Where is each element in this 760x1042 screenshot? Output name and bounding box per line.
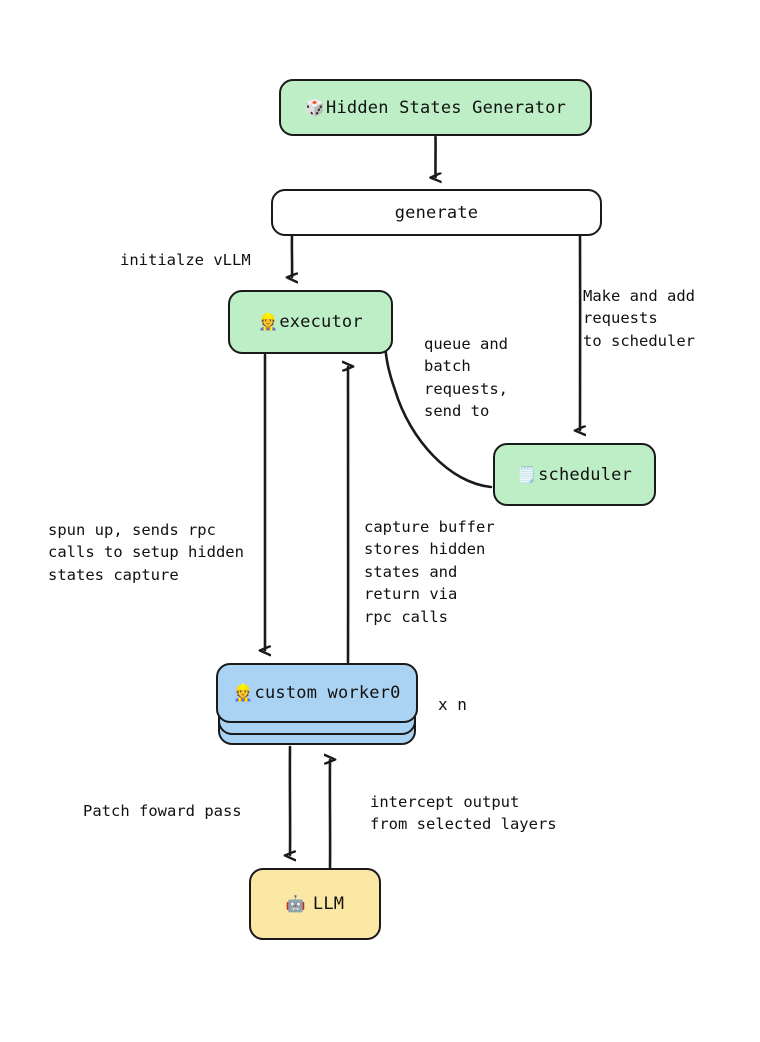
node-label: LLM xyxy=(312,894,345,914)
node-custom-worker0[interactable]: 👷custom worker0 xyxy=(216,663,418,723)
game-die-icon: 🎲 xyxy=(304,97,326,117)
node-generate[interactable]: generate xyxy=(271,189,602,236)
node-hidden-states-generator[interactable]: 🎲Hidden States Generator xyxy=(279,79,592,136)
edge-label-spun-up-rpc: spun up, sends rpc calls to setup hidden… xyxy=(48,521,244,584)
edge-label-patch-foward-pass: Patch foward pass xyxy=(83,802,242,820)
node-label: generate xyxy=(394,202,479,223)
multiplicity-label: x n xyxy=(438,695,467,714)
construction-worker-icon: 👷 xyxy=(258,312,279,331)
node-scheduler[interactable]: 🗒️scheduler xyxy=(493,443,656,506)
robot-icon: 🤖 xyxy=(285,894,306,913)
node-executor[interactable]: 👷executor xyxy=(228,290,393,354)
edge-label-make-and-add-requests: Make and add requests to scheduler xyxy=(583,287,695,350)
edge-label-intercept-output: intercept output from selected layers xyxy=(370,793,557,834)
edge-label-queue-and-batch: queue and batch requests, send to xyxy=(424,335,508,421)
node-label: executor xyxy=(279,312,363,332)
node-label: scheduler xyxy=(538,464,633,485)
edge-label-capture-buffer: capture buffer stores hidden states and … xyxy=(364,518,495,626)
edge-scheduler-to-executor xyxy=(385,344,493,489)
edge-label-initialize-vllm: initialze vLLM xyxy=(120,251,251,269)
construction-worker-icon: 👷 xyxy=(233,683,254,702)
node-label: Hidden States Generator xyxy=(326,97,567,118)
node-llm[interactable]: 🤖 LLM xyxy=(249,868,381,940)
spiral-notepad-icon: 🗒️ xyxy=(516,464,538,484)
node-label: custom worker0 xyxy=(254,683,401,703)
